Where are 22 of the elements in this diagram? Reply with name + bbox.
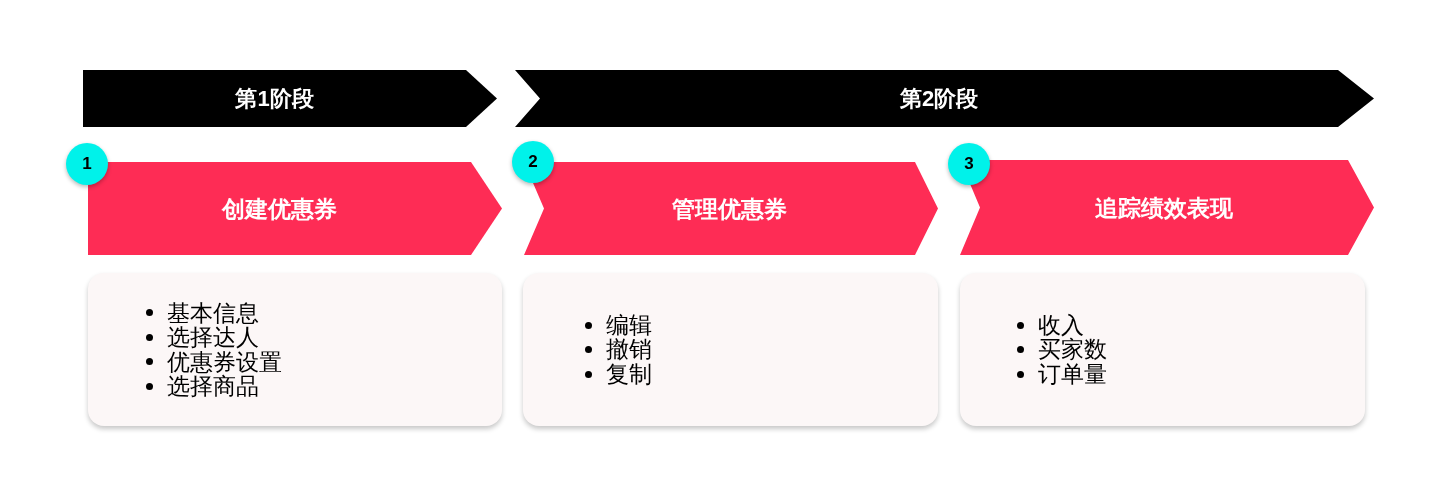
- info-card: [88, 273, 502, 426]
- phase-title: 第1阶段: [235, 84, 314, 113]
- list-item-text: 优惠券设置: [167, 349, 282, 374]
- list-item-text: 复制: [606, 361, 652, 387]
- phase-title: 第2阶段: [899, 84, 979, 113]
- list-item-text: 订单量: [1038, 361, 1107, 387]
- info-card: [523, 273, 938, 426]
- step-title: 追踪绩效表现: [1095, 193, 1233, 222]
- step-title: 管理优惠券: [672, 194, 787, 223]
- info-card: [960, 273, 1365, 426]
- step-title: 创建优惠券: [222, 194, 337, 223]
- list-item-text: 撤销: [606, 337, 652, 362]
- list-item-text: 选择商品: [167, 374, 259, 399]
- step-number-badge: 1: [66, 143, 108, 185]
- list-item-text: 买家数: [1038, 337, 1107, 362]
- step-number-badge: 3: [948, 143, 990, 185]
- list-item-text: 选择达人: [167, 325, 259, 350]
- list-item-text: 基本信息: [167, 300, 259, 325]
- list-item-text: 收入: [1038, 312, 1084, 338]
- list-item-text: 编辑: [606, 312, 652, 338]
- step-number-badge: 2: [512, 141, 554, 183]
- phase-banner: [83, 70, 497, 127]
